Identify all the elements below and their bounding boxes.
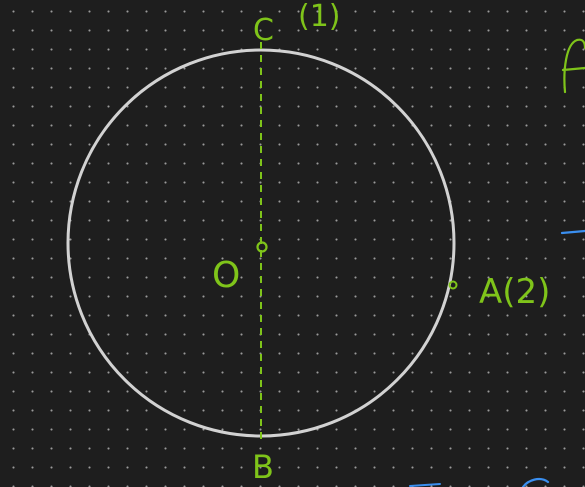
label-b: B bbox=[252, 448, 274, 486]
center-point-o bbox=[256, 241, 268, 253]
label-a: A(2) bbox=[479, 272, 550, 312]
partial-blue-stroke bbox=[560, 229, 585, 235]
label-c: C bbox=[253, 13, 274, 48]
partial-green-stroke bbox=[561, 38, 585, 94]
label-o: O bbox=[212, 255, 240, 296]
label-c-note: (1) bbox=[298, 0, 341, 34]
partial-blue-stroke-bottom bbox=[409, 483, 441, 487]
partial-blue-curve bbox=[521, 478, 550, 487]
point-a bbox=[448, 280, 458, 290]
